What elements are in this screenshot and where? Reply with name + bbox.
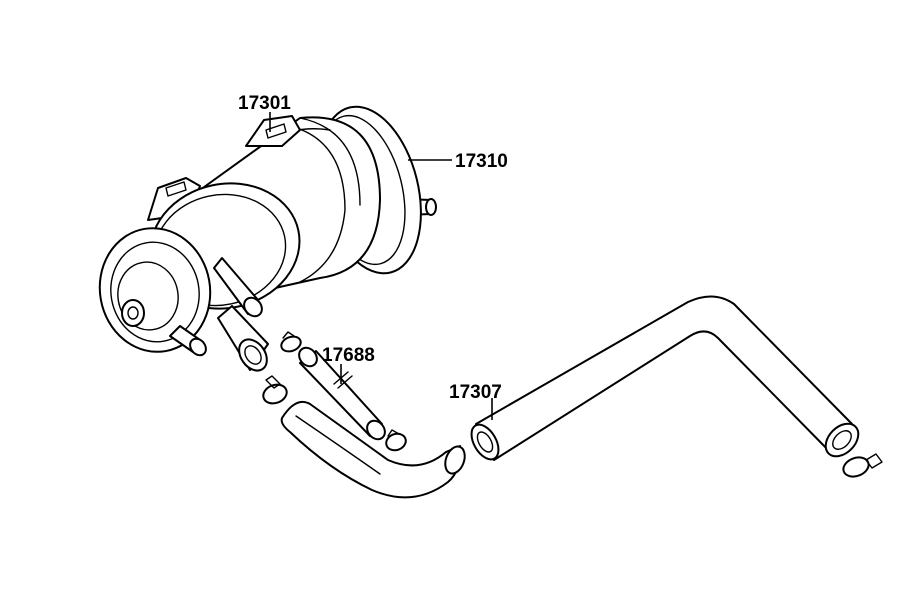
callout-17301: 17301 <box>238 93 291 114</box>
hose-clamp-right <box>842 453 883 478</box>
callout-17307: 17307 <box>449 382 502 403</box>
hose-clamp-left <box>262 375 288 405</box>
callout-17688: 17688 <box>322 345 375 366</box>
hose-clamp-upper <box>280 331 302 353</box>
curved-hose <box>280 400 466 499</box>
hose-clamp-middle <box>385 429 407 452</box>
short-pipe <box>298 346 386 441</box>
callout-17310: 17310 <box>455 151 508 172</box>
charcoal-canister <box>98 105 437 372</box>
long-hose <box>470 295 860 461</box>
